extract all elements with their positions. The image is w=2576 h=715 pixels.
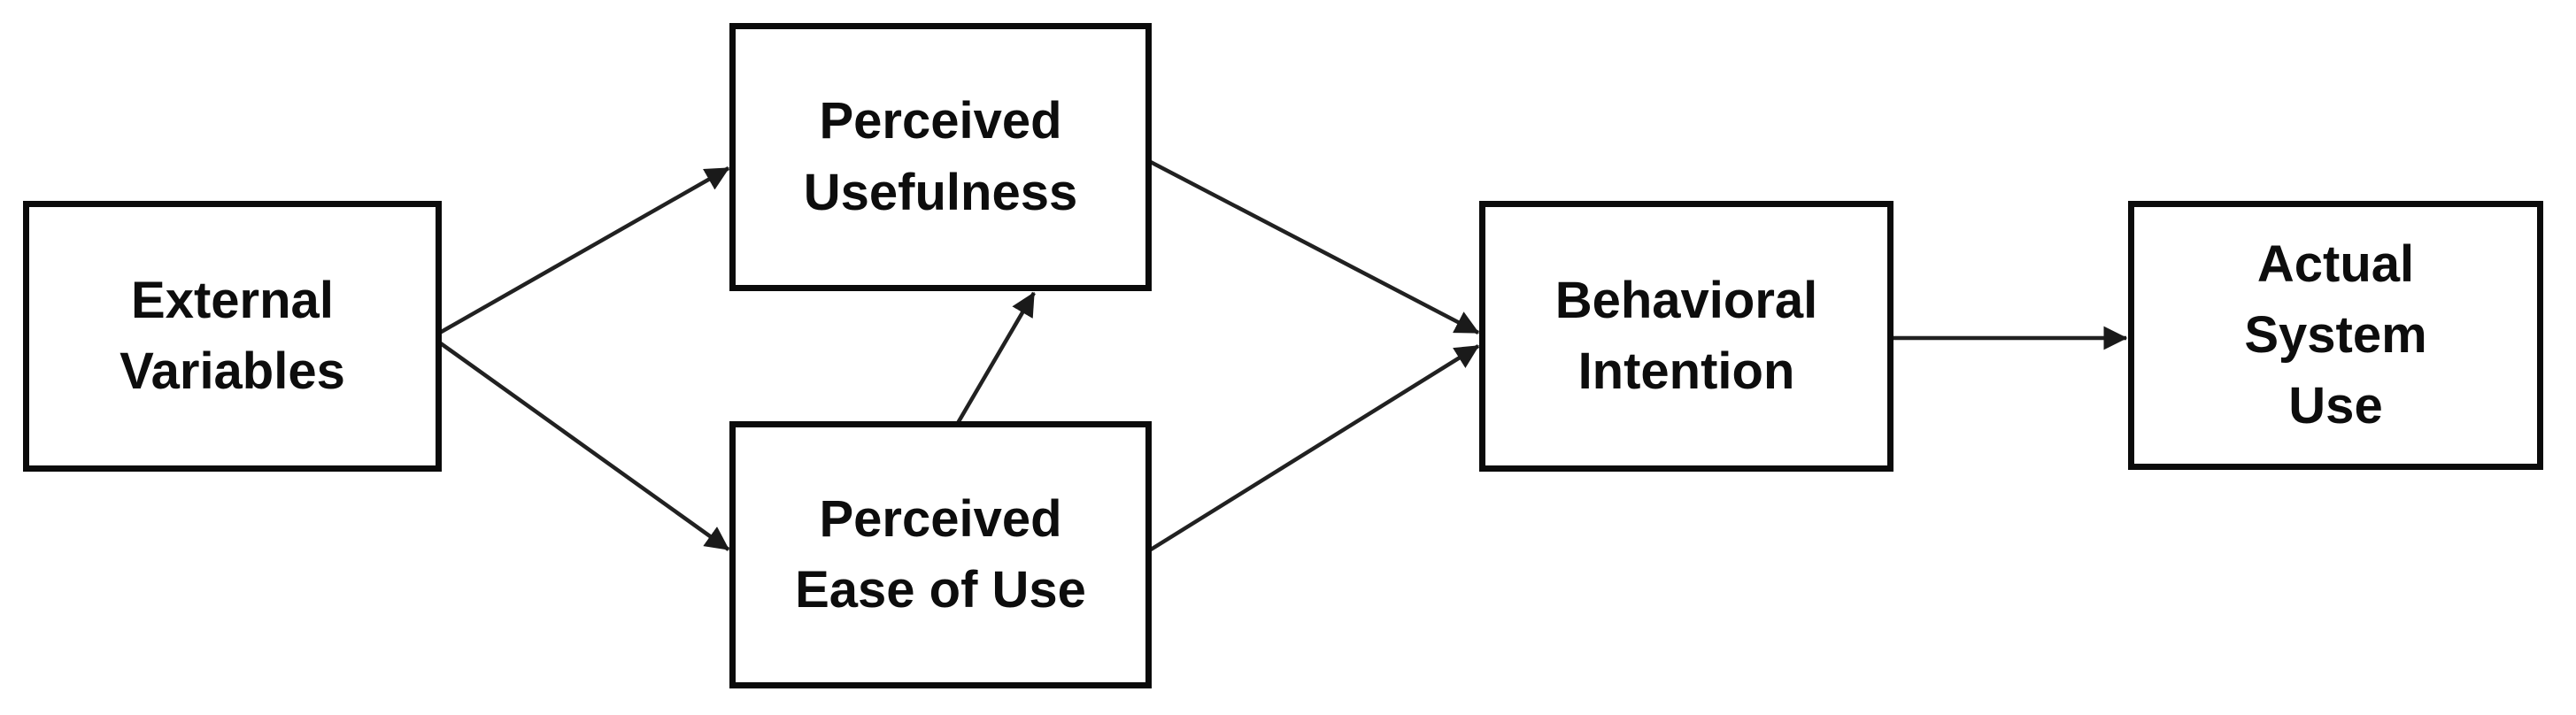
edge-external-variables-to-perceived-ease-of-use [430,335,730,551]
edge-perceived-ease-of-use-to-behavioral-intention [1142,344,1480,556]
node-perceived-usefulness-label: Perceived Usefulness [803,92,1078,221]
node-actual-system-use-label: Actual System Use [2244,234,2427,435]
node-external-variables: External Variables [23,201,442,472]
edge-external-variables-to-perceived-usefulness [430,166,730,339]
edge-perceived-ease-of-use-to-perceived-usefulness [950,291,1036,435]
edge-perceived-usefulness-to-behavioral-intention [1142,157,1480,334]
node-perceived-ease-of-use: Perceived Ease of Use [729,421,1152,688]
node-external-variables-label: External Variables [120,271,345,400]
node-behavioral-intention: Behavioral Intention [1479,201,1893,472]
node-perceived-ease-of-use-label: Perceived Ease of Use [795,489,1086,619]
node-behavioral-intention-label: Behavioral Intention [1554,271,1818,400]
node-actual-system-use: Actual System Use [2128,201,2543,470]
node-perceived-usefulness: Perceived Usefulness [729,23,1152,291]
